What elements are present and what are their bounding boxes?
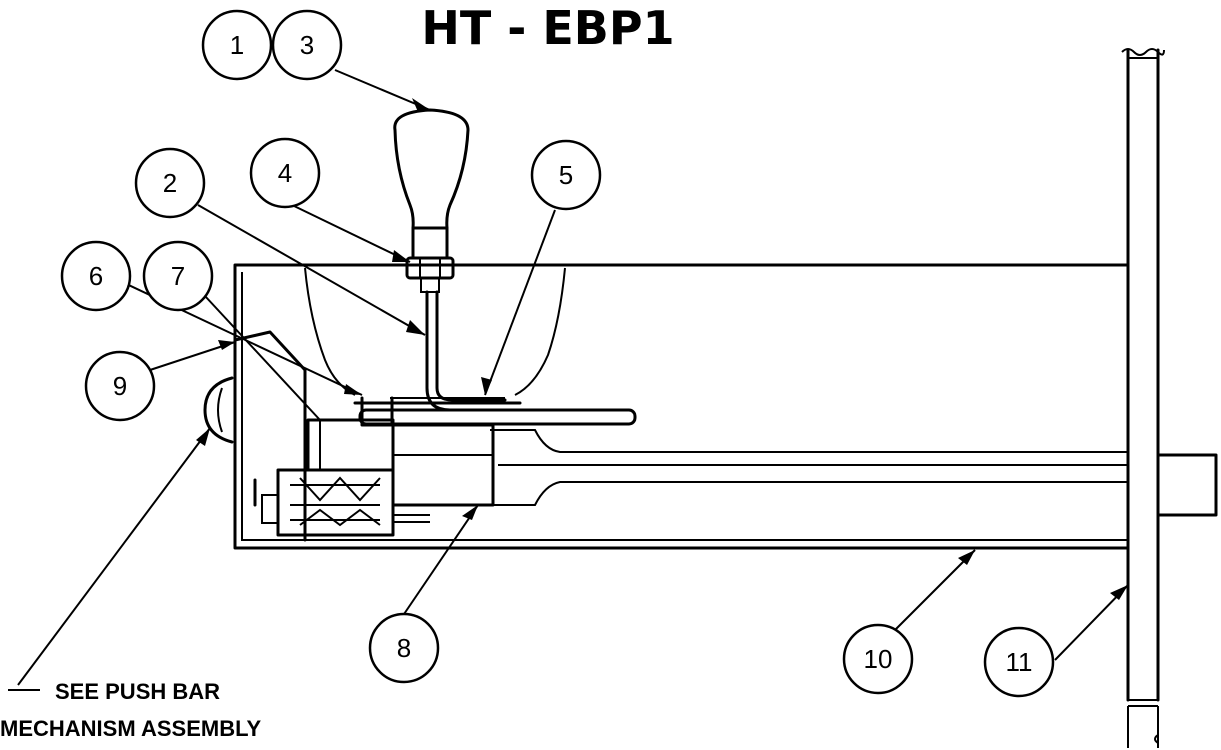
note-line-2: MECHANISM ASSEMBLY — [0, 716, 262, 741]
svg-text:10: 10 — [864, 644, 893, 674]
housing — [233, 263, 1130, 550]
spindle-stub — [1156, 453, 1218, 517]
callout-10: 10 — [842, 623, 914, 695]
callout-4: 4 — [249, 137, 321, 209]
nut — [405, 256, 455, 293]
svg-text:4: 4 — [278, 158, 292, 188]
svg-text:5: 5 — [559, 160, 573, 190]
callout-8: 8 — [368, 612, 440, 684]
callout-6: 6 — [60, 240, 132, 312]
inner-tube — [490, 429, 1128, 506]
knob — [393, 108, 470, 260]
arrowheads — [196, 98, 1128, 600]
spring-assembly — [253, 468, 430, 537]
callout-11: 11 — [983, 626, 1055, 698]
rod — [425, 290, 507, 412]
callout-9: 9 — [84, 350, 156, 422]
svg-text:2: 2 — [163, 168, 177, 198]
lever-plate — [353, 397, 637, 426]
mounting-plate — [1121, 48, 1165, 748]
svg-text:7: 7 — [171, 261, 185, 291]
callout-7: 7 — [142, 240, 214, 312]
svg-text:6: 6 — [89, 261, 103, 291]
callout-3: 3 — [271, 9, 343, 81]
latch-block — [391, 423, 495, 507]
callout-1: 1 — [201, 9, 273, 81]
end-cap — [203, 330, 307, 542]
drawing-title: HT - EBP1 — [421, 1, 674, 55]
svg-text:3: 3 — [300, 30, 314, 60]
svg-text:9: 9 — [113, 371, 127, 401]
note-line-1: SEE PUSH BAR — [55, 679, 220, 704]
callout-5: 5 — [530, 139, 602, 211]
leader-lines — [8, 69, 1129, 691]
svg-text:8: 8 — [397, 633, 411, 663]
callout-2: 2 — [134, 147, 206, 219]
svg-text:1: 1 — [230, 30, 244, 60]
svg-text:11: 11 — [1006, 647, 1033, 677]
